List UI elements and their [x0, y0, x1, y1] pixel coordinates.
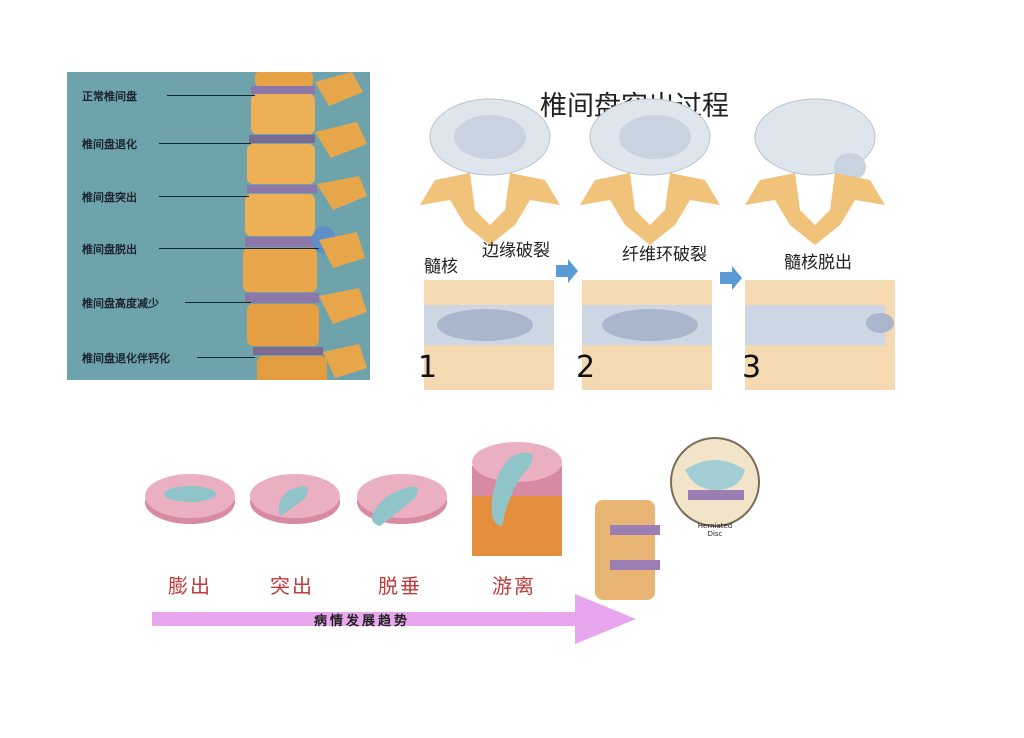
spine-label-degeneration: 椎间盘退化 — [82, 138, 137, 151]
label-nucleus-prolapse: 髓核脱出 — [784, 253, 852, 273]
label-annulus-rupture: 纤维环破裂 — [622, 245, 707, 265]
step-number-3: 3 — [742, 350, 762, 385]
spine-label-prolapse: 椎间盘脱出 — [82, 243, 137, 256]
label-edge-rupture: 边缘破裂 — [482, 241, 550, 261]
leader-line — [185, 302, 251, 303]
step-1-illustration — [420, 98, 560, 390]
step-3-illustration — [745, 98, 895, 390]
label-nucleus: 髓核 — [424, 257, 458, 277]
disc-protrusion — [250, 474, 340, 524]
disc-prolapse — [357, 474, 447, 526]
leader-line — [159, 143, 251, 144]
step-arrow — [556, 259, 578, 283]
leader-line — [167, 95, 255, 96]
disc-sequestration — [472, 442, 562, 556]
stage-label-bulging: 膨出 — [168, 574, 212, 598]
spine-label-protrusion: 椎间盘突出 — [82, 191, 137, 204]
trend-label: 病情发展趋势 — [314, 614, 411, 629]
leader-line — [197, 357, 255, 358]
trend-arrow — [152, 594, 636, 644]
vertebrae-stack — [243, 72, 327, 380]
stage-label-sequestration: 游离 — [492, 574, 536, 598]
intervertebral-discs — [245, 86, 336, 355]
spine-illustration-panel: 正常椎间盘 椎间盘退化 椎间盘突出 椎间盘脱出 椎间盘高度减少 椎间盘退化伴钙化 — [67, 72, 370, 380]
herniation-process-illustration — [420, 98, 895, 390]
stage-label-protrusion: 突出 — [270, 574, 314, 598]
spine-label-calcification: 椎间盘退化伴钙化 — [82, 352, 170, 365]
herniated-disc-label: Herniated Disc — [697, 522, 733, 538]
step-number-2: 2 — [576, 350, 596, 385]
step-2-illustration — [580, 98, 720, 390]
leader-line — [159, 248, 319, 249]
leader-line — [159, 196, 249, 197]
step-number-1: 1 — [418, 350, 438, 385]
disc-bulging — [145, 474, 235, 524]
spine-label-normal: 正常椎间盘 — [82, 90, 137, 103]
spine-label-height-loss: 椎间盘高度减少 — [82, 297, 159, 310]
herniated-disc-spine — [595, 437, 760, 600]
stage-label-prolapse: 脱垂 — [378, 574, 422, 598]
spinous-processes — [315, 72, 367, 378]
step-arrow — [720, 266, 742, 290]
stage-discs-illustration — [145, 437, 760, 600]
spine-illustration — [243, 72, 367, 380]
